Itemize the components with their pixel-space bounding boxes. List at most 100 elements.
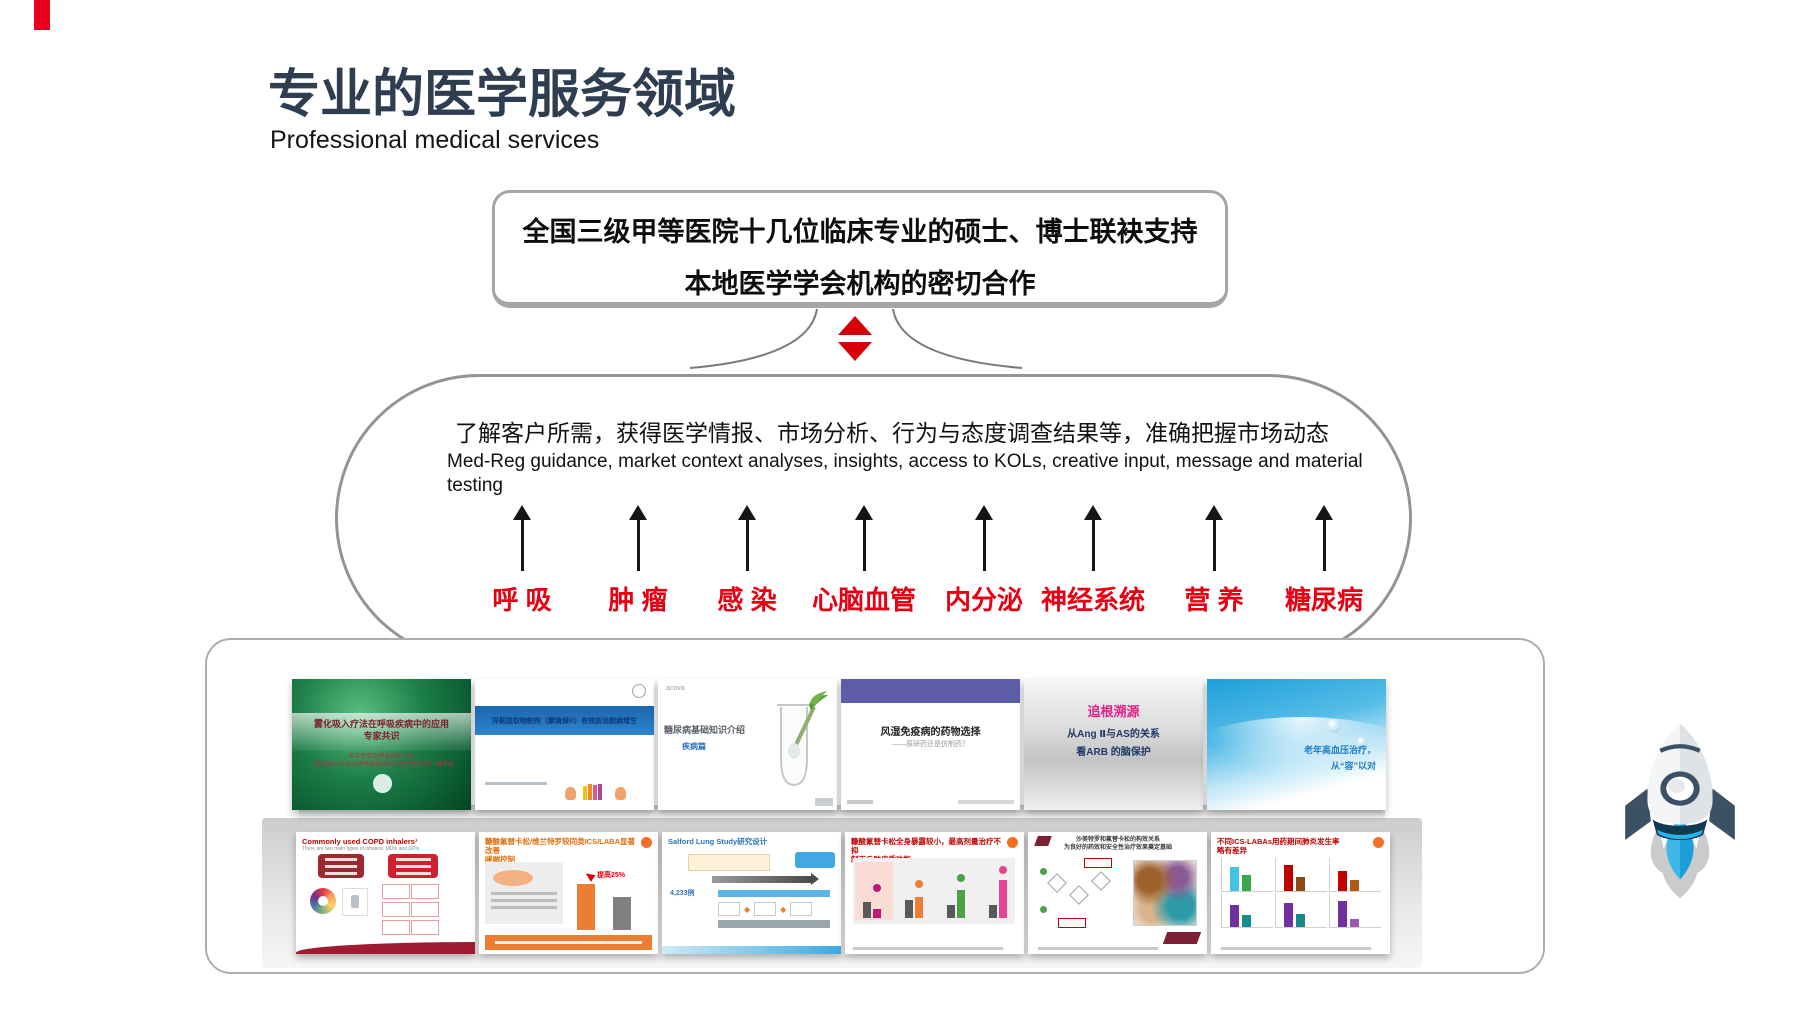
up-arrow-stem — [982, 519, 986, 571]
title-line: 为良好的药效和安全性治疗效果奠定基础 — [1063, 844, 1172, 851]
mini-chart — [1275, 894, 1327, 928]
decor — [485, 782, 547, 785]
decor — [958, 800, 1014, 804]
speaker-avatar — [615, 787, 626, 800]
up-arrow-stem — [862, 519, 866, 571]
thumbnail-rheumatic-drug-choice: 风湿免疫病的药物选择 ——原研药还是仿制药？ — [841, 679, 1020, 810]
specialty-infection: 感 染 — [677, 505, 817, 630]
decor — [491, 892, 557, 895]
red-arrow-icon — [583, 870, 596, 882]
specialty-respiratory: 呼 吸 — [452, 505, 592, 630]
thumb-title: 洋蓟提取物制剂（摩琉保®）有效防治胆病增生 — [491, 717, 638, 725]
specialty-label: 神经系统 — [1040, 585, 1145, 615]
up-arrow-icon — [1315, 505, 1333, 520]
annotation-box — [1084, 858, 1112, 868]
thumb-tag: 疾病篇 — [682, 742, 706, 751]
molecule-ring — [1069, 885, 1089, 905]
specialty-oncology: 肿 瘤 — [568, 505, 708, 630]
up-arrow-stem — [1212, 519, 1216, 571]
specialty-label: 呼 吸 — [492, 585, 552, 615]
title-line: 糠酸氟替卡松/维兰特罗较同类ICS/LABA显著改善 — [485, 837, 635, 855]
flow-arrow — [712, 873, 819, 885]
orange-bar — [577, 884, 595, 930]
info-panel — [485, 862, 563, 924]
decor — [593, 785, 597, 800]
thumb-title: 糖尿病基础知识介绍 — [664, 725, 746, 735]
thumbnail-fluticasone-exposure-chart: 糠酸氟替卡松全身暴露较小，最高剂量治疗不抑 制下丘脑皮质功能 — [845, 832, 1024, 954]
receptor-image — [1133, 860, 1197, 926]
up-arrow-icon — [975, 505, 993, 520]
up-arrow-stem — [636, 519, 640, 571]
mini-chart — [1329, 894, 1381, 928]
patient-count: 4,233例 — [670, 890, 695, 897]
thumbnail-row-bottom: Commonly used COPD inhalers¹ There are t… — [296, 832, 1390, 954]
corner-accent-bar — [34, 0, 50, 30]
title-line: 糠酸氟替卡松全身暴露较小，最高剂量治疗不抑 — [851, 837, 1001, 855]
bar-group — [863, 902, 881, 918]
question-box — [688, 854, 770, 871]
pinwheel-diagram — [310, 888, 336, 914]
specialty-nutrition: 营 养 — [1144, 505, 1284, 630]
specialty-label: 糖尿病 — [1284, 585, 1363, 615]
decor — [1357, 737, 1367, 747]
thumbnail-salford-lung-study: Salford Lung Study研究设计 4,233例 ◆◆ — [662, 832, 841, 954]
title-banner: 洋蓟提取物制剂（摩琉保®）有效防治胆病增生 — [475, 706, 654, 735]
flow-bar — [718, 920, 830, 928]
thumb-line: 从“容”以对 — [1330, 761, 1376, 771]
logo-badge — [373, 774, 392, 793]
specialty-label: 营 养 — [1184, 585, 1244, 615]
up-arrow-icon — [513, 505, 531, 520]
decor — [491, 906, 557, 909]
gray-bar — [613, 897, 631, 930]
title-line: 不同ICS-LABAs用药期间肺炎发生率 — [1217, 837, 1340, 846]
up-arrow-stem — [745, 519, 749, 571]
gsk-logo — [1007, 837, 1018, 848]
flow-cells: ◆◆ — [718, 902, 813, 916]
badge — [873, 884, 881, 892]
mini-chart — [1221, 858, 1273, 892]
up-arrow-stem — [1091, 519, 1095, 571]
header-band — [841, 679, 1020, 703]
thumb-subtitle: ——原研药还是仿制药？ — [892, 741, 969, 748]
thumbnail-artichoke-extract: 洋蓟提取物制剂（摩琉保®）有效防治胆病增生 — [475, 679, 654, 810]
specialty-cardiovascular: 心脑血管 — [794, 505, 934, 630]
specialty-diabetes: 糖尿病 — [1254, 505, 1394, 630]
thumbnail-copd-inhalers: Commonly used COPD inhalers¹ There are t… — [296, 832, 475, 954]
beaker-illustration — [777, 691, 828, 787]
thumb-title: 雾化吸入疗法在呼吸疾病中的应用 — [313, 719, 449, 729]
decor — [296, 942, 475, 954]
bar-chart-panel — [853, 858, 1015, 924]
title-line: 沙美特罗和氟替卡松的构效关系 — [1075, 837, 1160, 843]
bar-group — [989, 880, 1007, 918]
mini-chart — [1221, 894, 1273, 928]
decor — [598, 784, 602, 800]
thumb-line: 看ARB 的脑保护 — [1076, 747, 1151, 758]
gsk-logo — [1373, 837, 1384, 848]
rocket-icon — [1625, 723, 1735, 899]
decor — [1221, 947, 1371, 950]
thumb-note: 《雾化吸入疗法在呼吸疾病中的应用专家共识》编写组 — [309, 762, 454, 768]
decor — [815, 798, 833, 806]
gsk-logo — [641, 837, 652, 848]
decor — [1207, 717, 1386, 787]
thumbnail-arb-brain-protection: 追根溯源 从Ang Ⅱ与AS的关系 看ARB 的脑保护 — [1024, 679, 1203, 810]
thumbnail-pneumonia-rate-charts: 不同ICS-LABAs用药期间肺炎发生率 略有差异 — [1211, 832, 1390, 954]
thumb-title: Salford Lung Study研究设计 — [668, 837, 768, 846]
support-line-2: 本地医学学会机构的密切合作 — [684, 269, 1036, 299]
specialty-endocrine: 内分泌 — [914, 505, 1054, 630]
mdi-box — [318, 854, 364, 878]
molecule-ring — [1047, 873, 1067, 893]
annotation-box — [1058, 918, 1086, 928]
specialty-label: 心脑血管 — [811, 585, 916, 615]
inhaler-icon — [342, 888, 368, 916]
thumb-title: 沙美特罗和氟替卡松的构效关系 为良好的药效和安全性治疗效果奠定基础 — [1048, 837, 1188, 852]
mini-chart — [1275, 858, 1327, 892]
dpi-box — [388, 854, 438, 878]
decor — [1162, 932, 1202, 944]
decor — [847, 800, 873, 804]
logo-text: acova — [666, 685, 685, 692]
thumb-title: 不同ICS-LABAs用药期间肺炎发生率 略有差异 — [1217, 837, 1367, 855]
device-grid — [382, 884, 439, 935]
up-arrow-icon — [629, 505, 647, 520]
